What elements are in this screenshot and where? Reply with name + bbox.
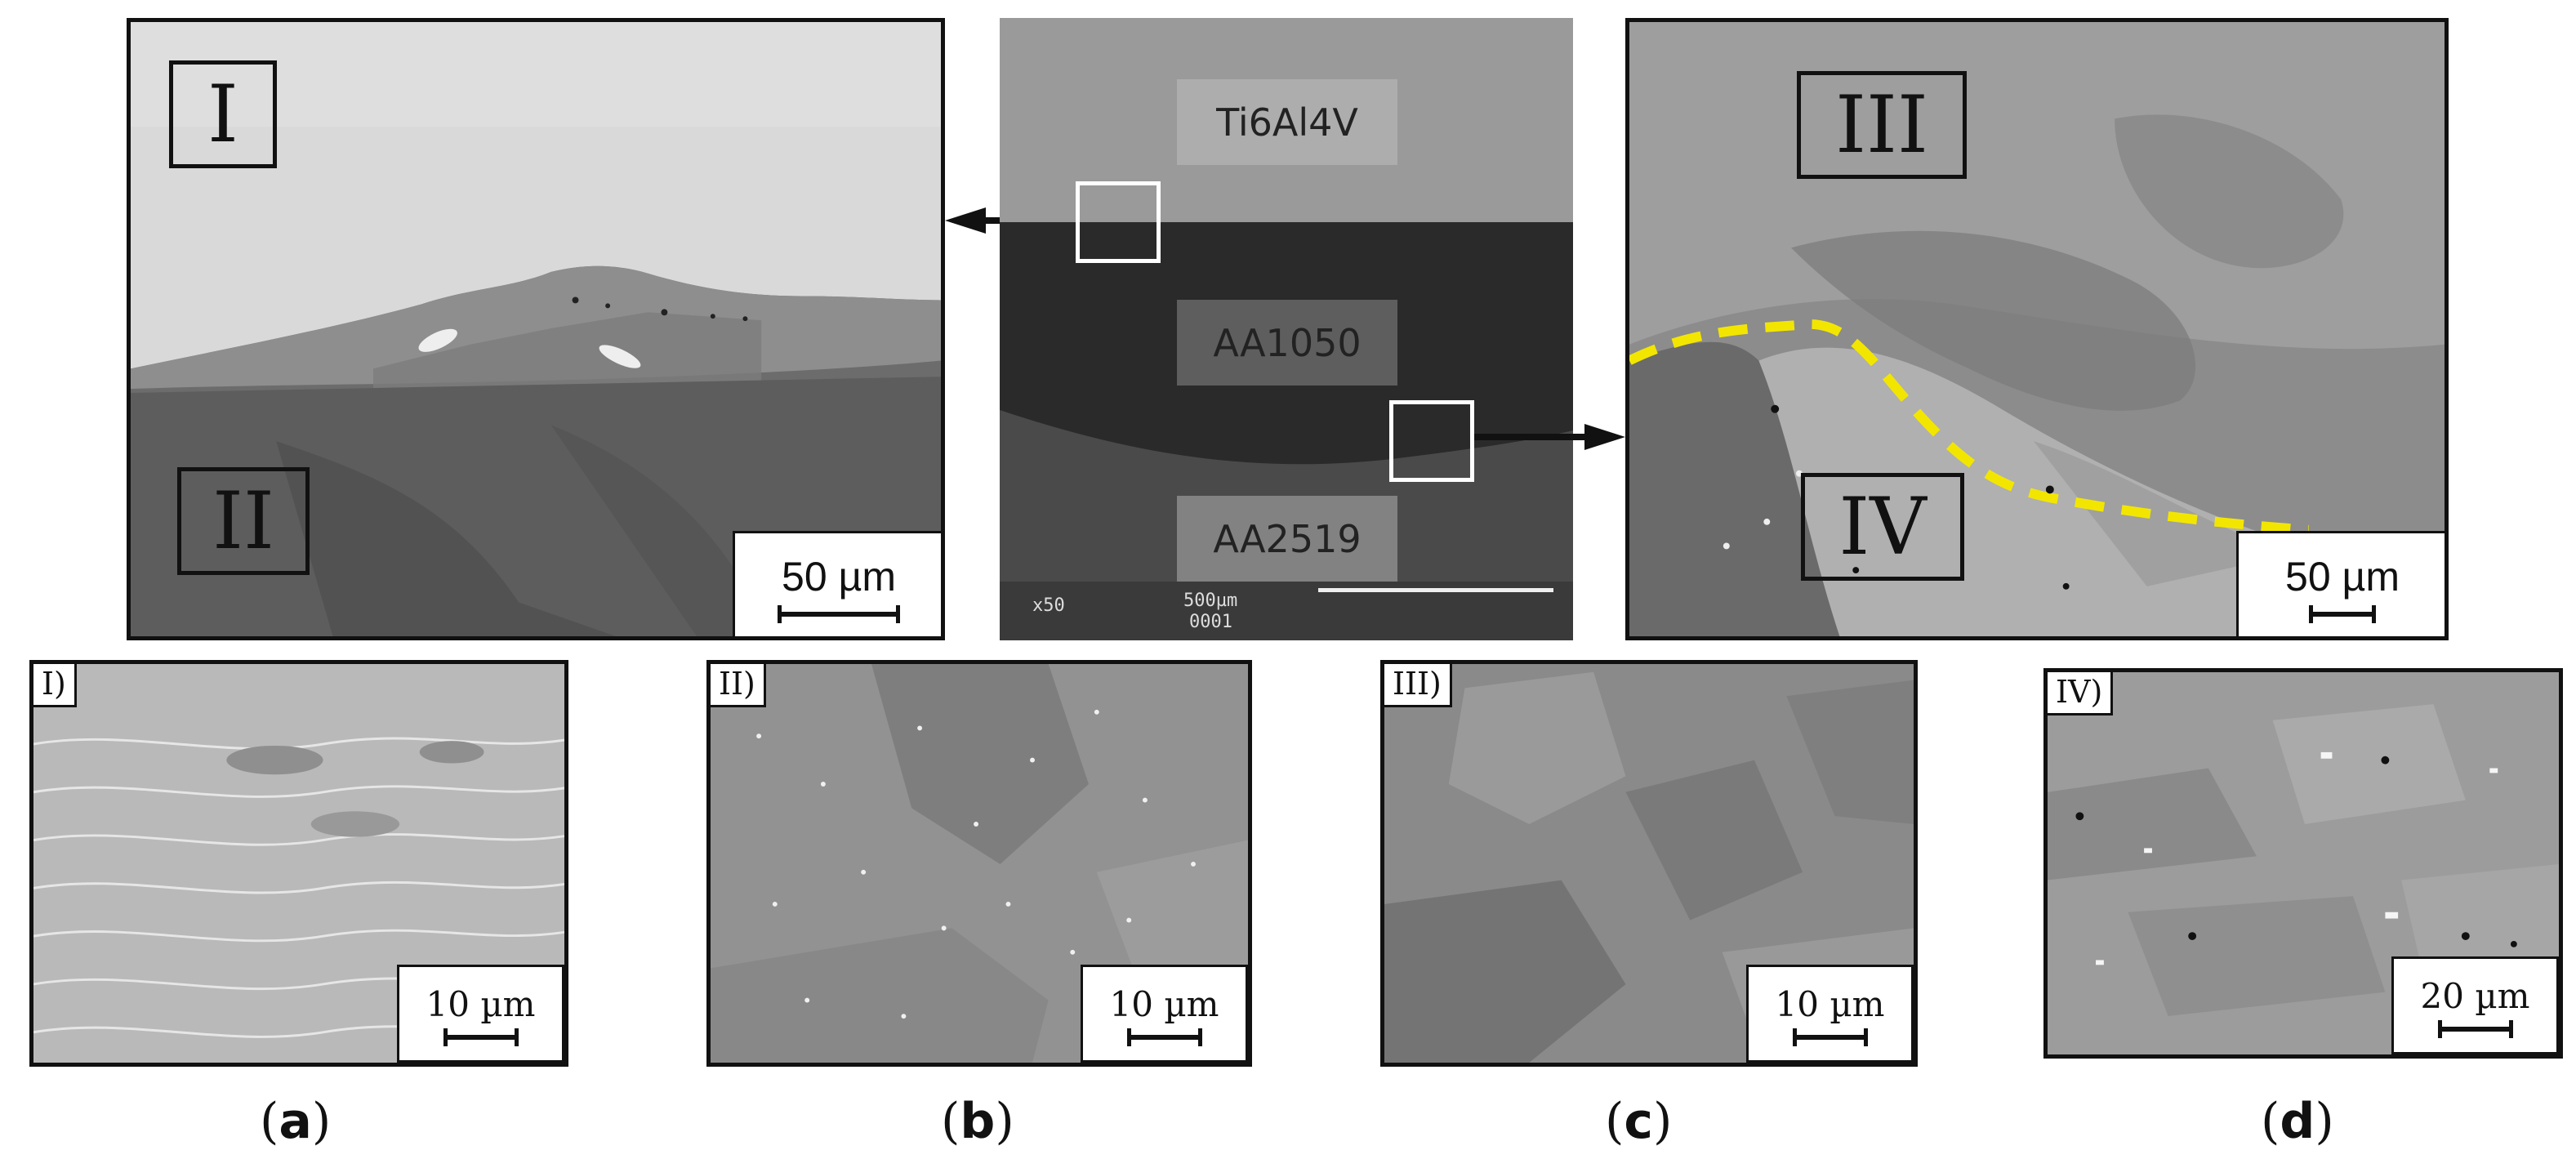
- region-label-IV: IV: [1801, 473, 1964, 581]
- scale-bar-top-left-line: [778, 604, 900, 623]
- caption-d: (d): [2261, 1093, 2334, 1150]
- micrograph-bottom-d: IV) 20 µm: [2043, 668, 2563, 1059]
- micrograph-bottom-d-image: [2048, 672, 2559, 1054]
- sem-scale-text: 500µm: [1183, 591, 1238, 611]
- arrow-to-top-right: [1474, 424, 1625, 450]
- scale-bar-bottom-a-text: 10 µm: [426, 984, 536, 1024]
- panel-label-d: IV): [2048, 672, 2114, 716]
- scale-bar-top-right: 50 µm: [2236, 531, 2445, 636]
- region-label-III: III: [1797, 71, 1967, 179]
- micrograph-bottom-a: I) 10 µm: [29, 660, 568, 1067]
- scale-bar-top-right-text: 50 µm: [2285, 553, 2400, 600]
- scale-bar-bottom-a-line: [443, 1028, 519, 1046]
- panel-label-c: III): [1384, 664, 1452, 707]
- micrograph-bottom-b: II) 10 µm: [706, 660, 1252, 1067]
- micrograph-top-left: I II 50 µm: [127, 18, 945, 640]
- scale-bar-top-right-line: [2309, 604, 2376, 623]
- micrograph-bottom-c-image: [1384, 664, 1914, 1063]
- layer-label-aa1050: AA1050: [1177, 300, 1397, 386]
- zoom-box-top-right: [1389, 400, 1474, 482]
- scale-bar-bottom-b-line: [1126, 1028, 1202, 1046]
- zoom-box-top-left: [1076, 181, 1161, 263]
- scale-bar-top-left: 50 µm: [733, 531, 941, 636]
- scale-bar-bottom-c-line: [1792, 1028, 1868, 1046]
- micrograph-center: Ti6Al4V AA1050 AA2519 x50 500µm 0001: [1000, 18, 1573, 640]
- micrograph-bottom-a-image: [33, 664, 564, 1063]
- scale-bar-bottom-b: 10 µm: [1081, 965, 1248, 1063]
- region-label-I: I: [169, 60, 277, 168]
- micrograph-top-right: III IV 50 µm: [1625, 18, 2449, 640]
- micrograph-top-left-image: [131, 22, 941, 636]
- region-label-II: II: [177, 467, 310, 575]
- scale-bar-bottom-a: 10 µm: [397, 965, 564, 1063]
- scale-bar-bottom-c-text: 10 µm: [1775, 984, 1885, 1024]
- scale-bar-top-left-text: 50 µm: [782, 553, 896, 600]
- layer-label-aa2519: AA2519: [1177, 496, 1397, 582]
- scale-bar-bottom-d-line: [2437, 1020, 2513, 1038]
- panel-label-a: I): [33, 664, 77, 707]
- caption-c: (c): [1605, 1093, 1673, 1150]
- micrograph-bottom-c: III) 10 µm: [1380, 660, 1918, 1067]
- sem-scale-line: [1318, 588, 1553, 592]
- caption-a: (a): [260, 1093, 332, 1150]
- scale-bar-bottom-b-text: 10 µm: [1109, 984, 1219, 1024]
- layer-label-ti6al4v: Ti6Al4V: [1177, 79, 1397, 165]
- scale-bar-bottom-d-text: 20 µm: [2420, 976, 2530, 1016]
- scale-bar-bottom-d: 20 µm: [2391, 956, 2559, 1054]
- scale-bar-bottom-c: 10 µm: [1746, 965, 1914, 1063]
- sem-magnification: x50: [1032, 595, 1065, 616]
- sem-image-number: 0001: [1189, 612, 1232, 632]
- panel-label-b: II): [711, 664, 766, 707]
- caption-b: (b): [941, 1093, 1014, 1150]
